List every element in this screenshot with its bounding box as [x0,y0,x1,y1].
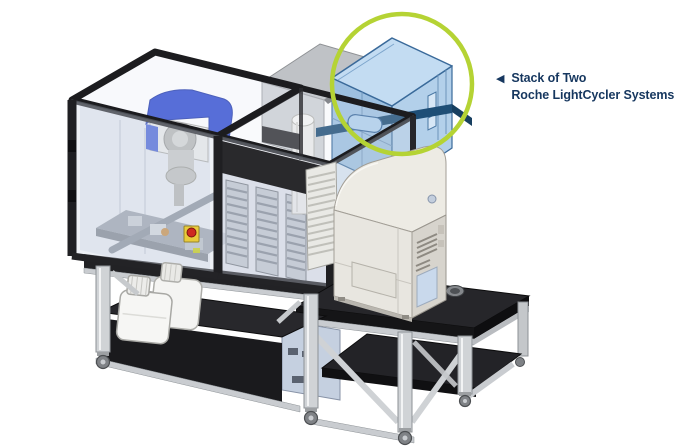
plate-stack [305,161,339,271]
caster-wheel [303,408,319,426]
caster-wheel [458,392,472,408]
callout-arrow-icon: ◀ [496,72,505,85]
blue-knob [347,114,383,133]
door-top-band [218,140,330,200]
robot-rail [108,190,222,254]
vent-louvers [416,233,438,259]
caster-wheel [397,428,413,446]
workbench-left [95,261,328,426]
emergency-stop-button [183,225,200,243]
callout-line-2: Roche LightCycler Systems [511,87,675,102]
caster-wheel [515,357,525,367]
callout-line-1: Stack of Two [511,71,587,85]
reagent-containers [115,261,203,345]
instrument-window [416,266,438,308]
caster-wheel [95,352,111,370]
brand-badge [427,194,437,204]
callout-circle [329,11,475,157]
cable-grommet [445,285,465,297]
callout-label: ◀ Stack of Two Roche LightCycler Systems [496,70,674,103]
callout-text: Stack of Two Roche LightCycler Systems [511,70,674,103]
lightcycler-instrument [333,145,447,322]
highlighted-lightcycler-stack [316,37,472,225]
gripper-bracket [262,126,300,150]
